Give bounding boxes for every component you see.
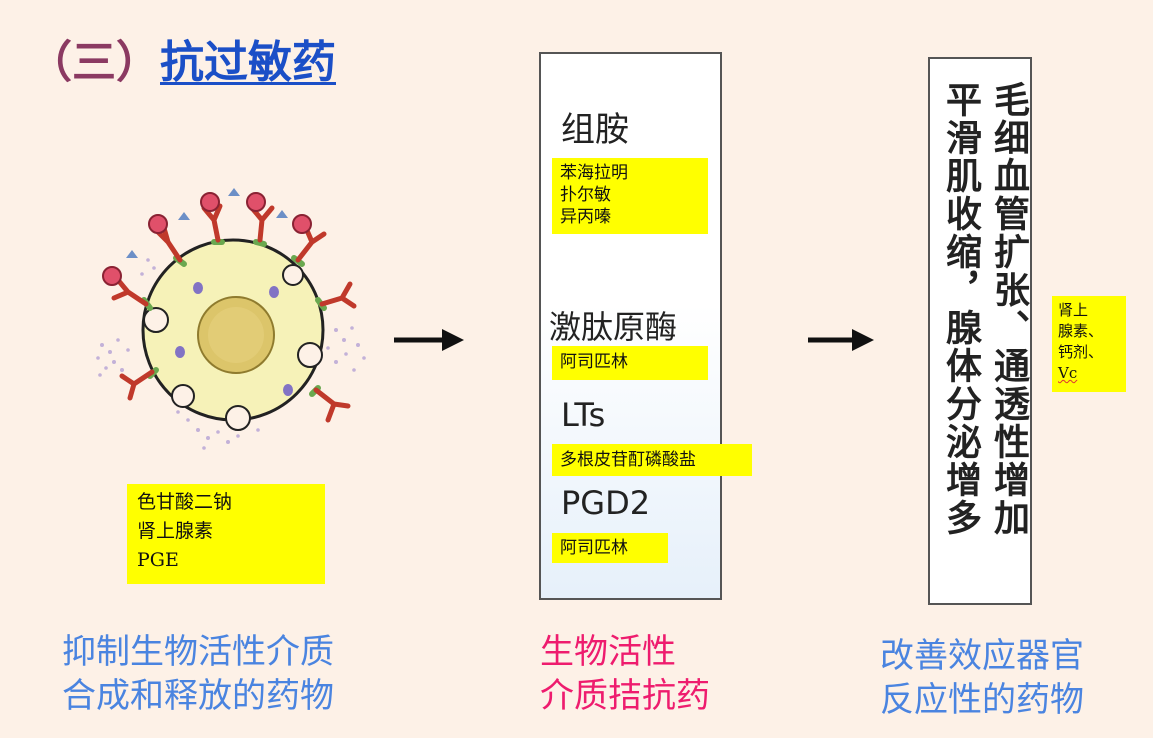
caption-middle-line: 介质拮抗药	[540, 676, 710, 716]
allergens	[102, 192, 312, 286]
caption-left-line: 抑制生物活性介质	[62, 632, 334, 672]
effect-smooth-muscle-text: 平滑肌收缩，腺体分泌增多	[940, 81, 981, 537]
mediator-drug-item: 苯海拉明	[560, 163, 628, 183]
lts-drugs-note: 多根皮苷酊磷酸盐	[552, 444, 752, 476]
caption-left: 抑制生物活性介质 合成和释放的药物	[62, 630, 334, 718]
title-main: 抗过敏药	[160, 37, 336, 88]
caption-right-line: 改善效应器官	[880, 636, 1084, 676]
mediator-histamine: 组胺	[561, 110, 629, 150]
effect-vessel-text: 毛细血管扩张、通透性增加	[988, 81, 1029, 537]
page-title: （三）抗过敏药	[28, 26, 336, 90]
pgd2-drugs-note: 阿司匹林	[552, 533, 668, 563]
mast-cell-illustration	[96, 188, 366, 450]
arrow-right-icon	[808, 329, 874, 351]
cell-drug-item: 色甘酸二钠	[137, 491, 233, 513]
effect-drug-item: 腺素、	[1058, 322, 1104, 340]
cell-drug-item: 肾上腺素	[137, 520, 214, 542]
effects-panel: 毛细血管扩张、通透性增加 平滑肌收缩，腺体分泌增多	[928, 57, 1032, 605]
caption-middle-line: 生物活性	[540, 632, 676, 672]
mediator-drug-item: 异丙嗪	[560, 207, 611, 227]
mediator-drug-item: 多根皮苷酊磷酸盐	[560, 450, 696, 470]
effect-drug-item: 肾上	[1058, 301, 1089, 319]
title-prefix: （三）	[28, 37, 160, 88]
caption-right: 改善效应器官 反应性的药物	[880, 634, 1084, 722]
mediator-drug-item: 扑尔敏	[560, 185, 611, 205]
effect-drug-item: Vc	[1058, 364, 1078, 382]
kinin-drugs-note: 阿司匹林	[552, 346, 708, 380]
antigen-markers	[126, 188, 288, 258]
mediator-lts: LTs	[561, 396, 606, 434]
mediator-drug-item: 阿司匹林	[560, 352, 628, 372]
histamine-drugs-note: 苯海拉明 扑尔敏 异丙嗪	[552, 158, 708, 234]
mediator-pgd2: PGD2	[561, 484, 651, 522]
cell-drugs-note: 色甘酸二钠 肾上腺素 PGE	[127, 484, 325, 584]
effect-drugs-note: 肾上 腺素、 钙剂、 Vc	[1052, 296, 1126, 392]
mediator-panel: 组胺 激肽原酶 LTs PGD2	[539, 52, 722, 600]
purple-granules	[175, 282, 293, 396]
mediator-kinin: 激肽原酶	[549, 308, 678, 346]
mediator-drug-item: 阿司匹林	[560, 538, 628, 558]
caption-right-line: 反应性的药物	[880, 680, 1084, 720]
arrow-right-icon	[394, 329, 464, 351]
caption-middle: 生物活性 介质拮抗药	[540, 630, 710, 718]
vesicles	[143, 264, 323, 431]
effect-drug-item: 钙剂、	[1058, 343, 1104, 361]
cell-drug-item: PGE	[137, 549, 179, 571]
caption-left-line: 合成和释放的药物	[62, 676, 334, 716]
granule-dots	[96, 258, 366, 450]
